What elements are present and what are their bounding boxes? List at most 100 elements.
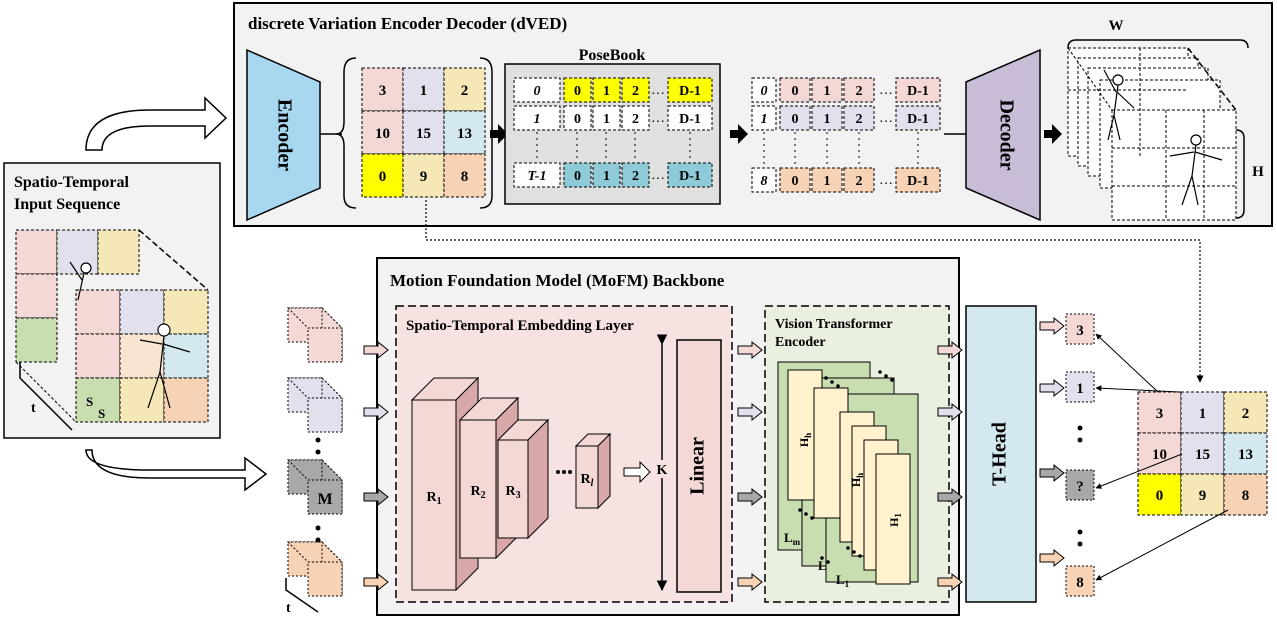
selected-ellipsis: … — [879, 173, 893, 188]
output-token — [1065, 371, 1095, 403]
vit-title-line1: Vision Transformer — [775, 317, 893, 332]
selected-row-label-cell — [751, 167, 777, 193]
flow-arrow — [363, 340, 389, 360]
prediction-link — [1095, 333, 1159, 393]
selected-cell-value: 1 — [824, 84, 831, 99]
flow-arrow — [737, 487, 763, 507]
vit-title-line2: Encoder — [775, 335, 826, 350]
input-s-label-1: S — [86, 394, 93, 409]
flow-arrow — [363, 572, 389, 592]
output-token — [1065, 565, 1095, 597]
k-label: K — [657, 463, 668, 478]
selected-cell-value: 0 — [792, 174, 799, 189]
selected-cell — [811, 105, 843, 131]
selected-cell — [811, 77, 843, 103]
posebook-cell — [621, 77, 650, 103]
selected-last-cell — [895, 167, 941, 193]
target-cell — [1137, 432, 1182, 475]
linear-label: Linear — [687, 437, 709, 495]
arrow-to-output — [1044, 124, 1062, 144]
selected-last-value: D-1 — [907, 174, 929, 189]
posebook-row-label: T-1 — [528, 169, 547, 184]
target-cell — [1223, 473, 1268, 516]
flow-arrow — [937, 340, 963, 360]
selected-cell — [843, 167, 875, 193]
selected-last-cell — [895, 105, 941, 131]
posebook-row-label: 1 — [534, 112, 541, 127]
prediction-link — [1095, 509, 1229, 581]
selected-cell — [843, 77, 875, 103]
flow-arrow — [1039, 316, 1065, 336]
selected-row-label-cell — [751, 77, 777, 103]
output-token — [1065, 313, 1095, 345]
selected-cell-value: 2 — [856, 112, 863, 127]
input-title-line1: Spatio-Temporal — [14, 174, 130, 191]
flow-arrow — [737, 340, 763, 360]
posebook-last-cell — [667, 77, 713, 103]
target-cell-value: 9 — [1199, 488, 1207, 504]
prediction-link — [1095, 385, 1181, 393]
posebook-cell — [621, 162, 650, 188]
posebook-ellipsis: … — [651, 111, 665, 126]
token-cube-front — [307, 479, 343, 515]
target-cell-value: 0 — [1156, 488, 1164, 504]
posebook-ellipsis: … — [651, 168, 665, 183]
selected-last-cell — [895, 77, 941, 103]
index-cell-value: 13 — [457, 126, 472, 142]
selected-row-label-cell — [751, 105, 777, 131]
token-cube-front — [307, 397, 343, 433]
prediction-link — [1095, 453, 1183, 489]
selected-row-label: 8 — [761, 174, 768, 189]
input-sequence-panel: Spatio-Temporal Input Sequence — [3, 162, 221, 439]
encoder-shape — [246, 48, 321, 222]
posebook-cell-value: 2 — [632, 112, 639, 127]
selected-cell-value: 2 — [856, 84, 863, 99]
posebook-cell-value: 1 — [603, 112, 610, 127]
index-cell — [361, 153, 404, 198]
arrow-to-posebook — [490, 124, 508, 144]
index-cell-value: 8 — [461, 169, 469, 185]
target-cell — [1137, 391, 1182, 434]
selected-cell-value: 0 — [792, 112, 799, 127]
posebook-row-label: 0 — [534, 84, 541, 99]
linear-block — [676, 339, 722, 593]
selected-row-label: 0 — [761, 84, 768, 99]
target-cell-value: 1 — [1199, 406, 1207, 422]
residual-block — [411, 399, 457, 591]
input-token-cubes: Mt — [285, 306, 344, 616]
flow-arrow — [737, 402, 763, 422]
residual-block — [497, 439, 529, 539]
mofm-title: Motion Foundation Model (MoFM) Backbone — [390, 271, 725, 290]
index-cell-value: 0 — [379, 169, 387, 185]
token-cube-front — [307, 561, 343, 597]
output-pose-volume: W H — [1067, 18, 1264, 221]
codebook-target-link — [425, 200, 1204, 383]
flow-arrow — [1039, 548, 1065, 568]
selected-cell — [779, 77, 811, 103]
index-cell — [361, 67, 404, 112]
output-token — [1065, 469, 1095, 501]
flow-arrow — [937, 487, 963, 507]
flow-arrow — [1039, 378, 1065, 398]
posebook-cell — [592, 77, 621, 103]
arrow-input-to-dved — [85, 96, 228, 151]
index-cell-value: 2 — [461, 83, 469, 99]
posebook-cell — [563, 105, 592, 131]
encoder-label: Encoder — [273, 99, 295, 171]
output-w-label: W — [1109, 18, 1124, 34]
index-cell — [361, 110, 404, 155]
posebook-last-value: D-1 — [679, 112, 701, 127]
flow-arrow — [363, 402, 389, 422]
pose-figure-2 — [1169, 134, 1223, 206]
t-head-block — [965, 305, 1037, 603]
posebook-last-cell — [667, 105, 713, 131]
input-t-label: t — [31, 401, 36, 416]
posebook-cell — [563, 162, 592, 188]
residual-block — [575, 445, 599, 509]
selected-cell — [779, 167, 811, 193]
output-token-value: ? — [1076, 479, 1084, 495]
selected-cell-value: 1 — [824, 174, 831, 189]
